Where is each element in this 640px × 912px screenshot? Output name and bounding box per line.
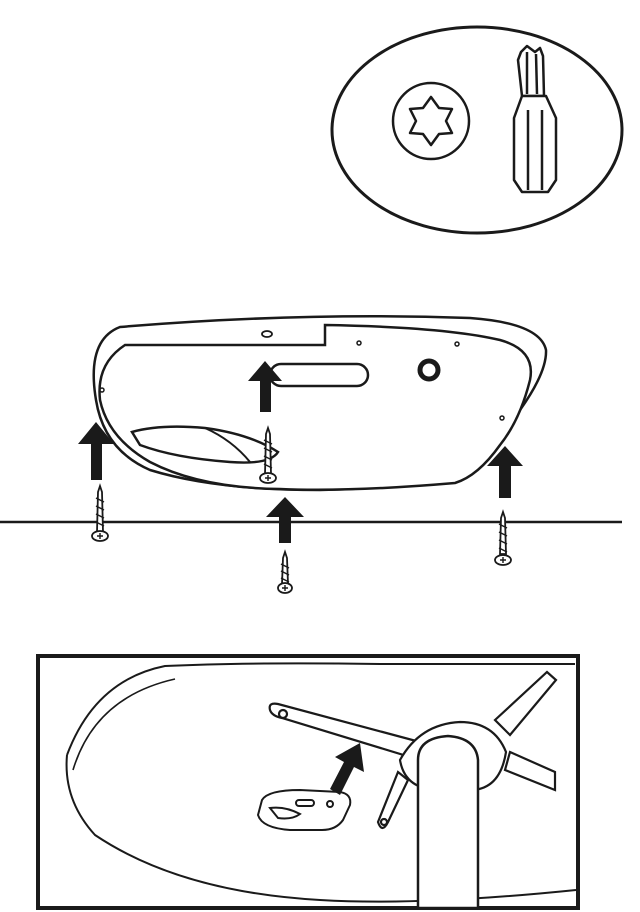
installed-view-panel — [38, 656, 578, 908]
bracket-front-plate — [100, 325, 531, 490]
table-post — [418, 736, 478, 908]
installed-bracket — [258, 790, 350, 830]
screw-icon — [92, 486, 108, 541]
up-arrow-icon — [266, 497, 304, 543]
screw-icon — [278, 552, 292, 593]
callout-ellipse — [332, 27, 622, 233]
screw-icon — [495, 512, 511, 565]
torx-head-icon — [393, 83, 469, 159]
mounting-bracket — [94, 316, 546, 490]
torx-detail-callout — [332, 27, 622, 233]
